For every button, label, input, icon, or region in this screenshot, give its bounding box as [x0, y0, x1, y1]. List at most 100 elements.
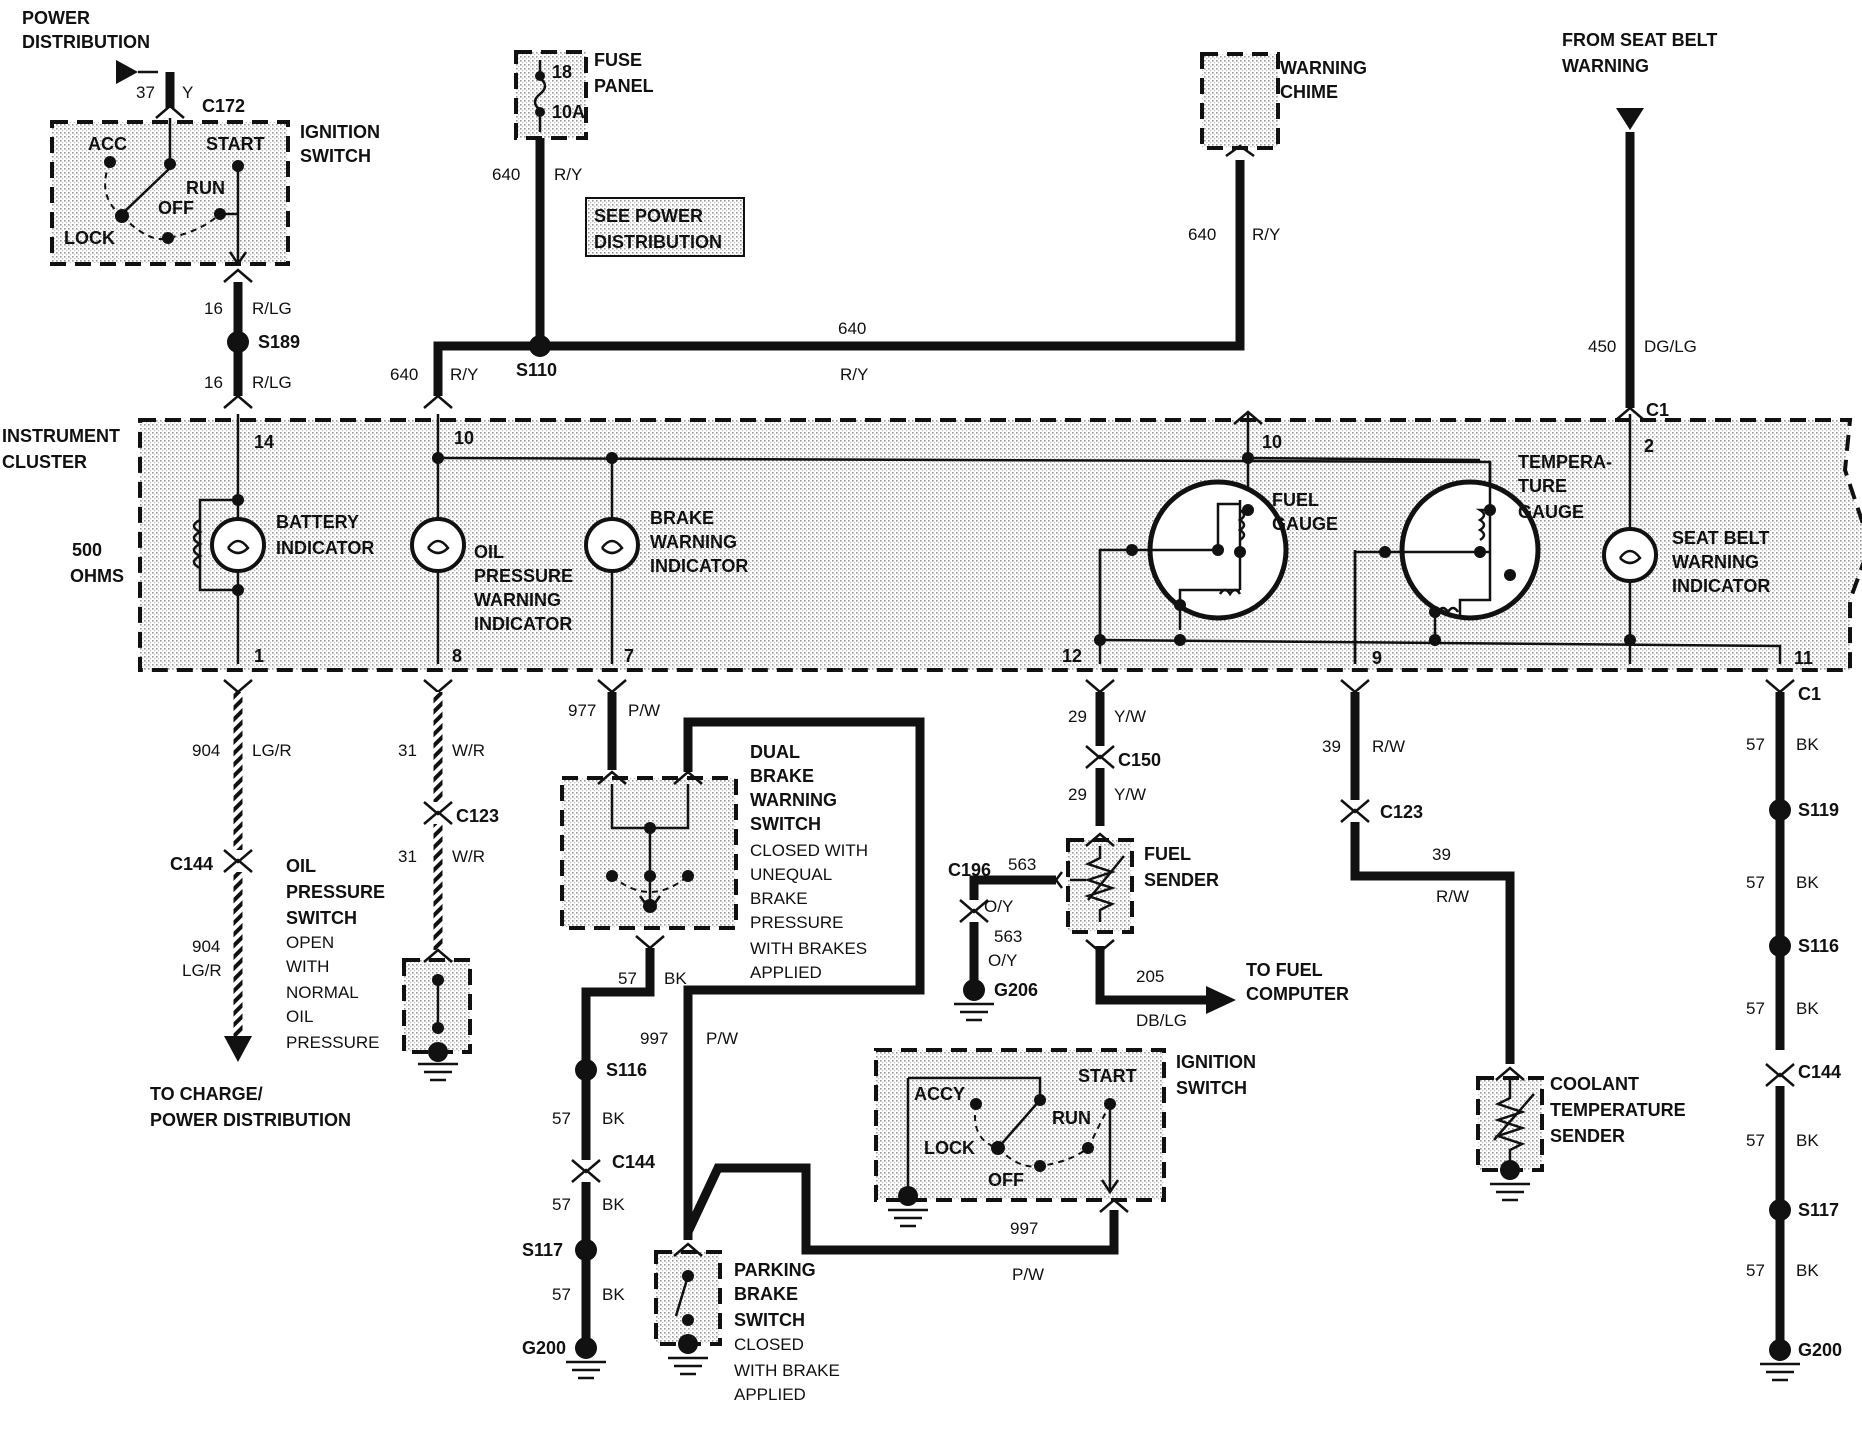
- to-fuel-computer-arrow-icon: [1206, 986, 1236, 1014]
- s110-label: S110: [516, 360, 557, 380]
- pw-c: P/W: [1012, 1265, 1044, 1284]
- rw-b: R/W: [1436, 887, 1469, 906]
- to-fuel-1: TO FUEL: [1246, 960, 1323, 980]
- pin-7: 7: [624, 646, 634, 666]
- ign-bot-run: RUN: [1052, 1108, 1091, 1128]
- dual-brake-title-1: DUAL: [750, 742, 800, 762]
- seatbelt-indicator-label-1: SEAT BELT: [1672, 528, 1769, 548]
- oil-sw-title-1: OIL: [286, 856, 316, 876]
- pin-10: 10: [454, 428, 474, 448]
- g200-a: G200: [522, 1338, 566, 1358]
- to-charge-arrow-icon: [224, 1036, 252, 1062]
- oil-sw-desc-3: NORMAL: [286, 983, 359, 1002]
- wire-640-bus: 640 R/Y S110 640 R/Y 640 R/Y 640 R/Y: [390, 138, 1280, 396]
- chime-title-1: WARNING: [1280, 58, 1367, 78]
- s116-b: S116: [1798, 936, 1839, 956]
- dual-brake-title-3: WARNING: [750, 790, 837, 810]
- bk-a: BK: [664, 969, 687, 988]
- seatbelt-indicator-label-3: INDICATOR: [1672, 576, 1770, 596]
- ignition-switch-top: IGNITION SWITCH ACC START RUN OFF LOCK: [50, 118, 380, 267]
- w29-b: 29: [1068, 785, 1087, 804]
- wire-57-bk-left: 57 BK S116 57 BK C144 57 BK S117 57 BK G…: [522, 935, 687, 1380]
- wire-31-wr: 31 W/R C123 31 W/R: [398, 692, 499, 950]
- w205: 205: [1136, 967, 1164, 986]
- oil-indicator-label-1: OIL: [474, 542, 504, 562]
- to-charge-2: POWER DISTRIBUTION: [150, 1110, 351, 1130]
- s119-label: S119: [1798, 800, 1839, 820]
- ign-top-lock: LOCK: [64, 228, 115, 248]
- ign-top-acc: ACC: [88, 134, 127, 154]
- seatbelt-from-2: WARNING: [1562, 56, 1649, 76]
- coolant-title-3: SENDER: [1550, 1126, 1625, 1146]
- c123-a: C123: [456, 806, 499, 826]
- resistor-value-2: OHMS: [70, 566, 124, 586]
- parking-desc-1: CLOSED: [734, 1335, 804, 1354]
- fuel-sender: FUEL SENDER: [1066, 832, 1219, 934]
- to-charge-1: TO CHARGE/: [150, 1084, 263, 1104]
- see-power-distribution-note: SEE POWER DISTRIBUTION: [585, 197, 745, 257]
- bk-r3: BK: [1796, 999, 1819, 1018]
- cluster-title-1: INSTRUMENT: [2, 426, 120, 446]
- rlg-a: R/LG: [252, 299, 292, 318]
- ign-top-title-2: SWITCH: [300, 146, 371, 166]
- s117-b: S117: [1798, 1200, 1839, 1220]
- c1-top: C1: [1646, 400, 1669, 420]
- see-power-1: SEE POWER: [594, 206, 703, 226]
- oil-sw-desc-4: OIL: [286, 1007, 313, 1026]
- dblg: DB/LG: [1136, 1011, 1187, 1030]
- oil-sw-title-2: PRESSURE: [286, 882, 385, 902]
- bk-d: BK: [602, 1285, 625, 1304]
- fuel-gauge: FUEL GAUGE: [1098, 479, 1338, 640]
- w57-d: 57: [552, 1285, 571, 1304]
- lgr-b: LG/R: [182, 961, 222, 980]
- brake-indicator-label-1: BRAKE: [650, 508, 714, 528]
- ign-bot-accy: ACCY: [914, 1084, 965, 1104]
- bk-r4: BK: [1796, 1131, 1819, 1150]
- oil-pressure-indicator: OIL PRESSURE WARNING INDICATOR: [410, 517, 573, 634]
- ign-bot-lock: LOCK: [924, 1138, 975, 1158]
- oil-sw-desc-2: WITH: [286, 957, 329, 976]
- c150-label: C150: [1118, 750, 1161, 770]
- wire-39-rw: 39 R/W C123 39 R/W: [1322, 692, 1515, 1064]
- dual-brake-desc-5: WITH BRAKES: [750, 939, 867, 958]
- to-fuel-2: COMPUTER: [1246, 984, 1349, 1004]
- brake-indicator-label-2: WARNING: [650, 532, 737, 552]
- power-dist-label-1: POWER: [22, 8, 90, 28]
- pin-11: 11: [1794, 648, 1813, 668]
- brake-indicator-label-3: INDICATOR: [650, 556, 748, 576]
- cluster-title-2: CLUSTER: [2, 452, 87, 472]
- parking-title-3: SWITCH: [734, 1310, 805, 1330]
- parking-title-1: PARKING: [734, 1260, 816, 1280]
- fuel-gauge-label-1: FUEL: [1272, 490, 1319, 510]
- yw-a: Y/W: [1114, 707, 1146, 726]
- pin-1: 1: [254, 646, 264, 666]
- w640-c: 640: [390, 365, 418, 384]
- s116-a: S116: [606, 1060, 647, 1080]
- dual-brake-desc-2: UNEQUAL: [750, 865, 832, 884]
- oil-sw-desc-5: PRESSURE: [286, 1033, 380, 1052]
- w563-b: 563: [994, 927, 1022, 946]
- w57-r4: 57: [1746, 1131, 1765, 1150]
- bk-r1: BK: [1796, 735, 1819, 754]
- g200-b: G200: [1798, 1340, 1842, 1360]
- ign-top-start: START: [206, 134, 265, 154]
- chime-title-2: CHIME: [1280, 82, 1338, 102]
- wire-29-yw: 29 Y/W C150 29 Y/W: [1068, 692, 1161, 826]
- w29-a: 29: [1068, 707, 1087, 726]
- pw-a: P/W: [628, 701, 660, 720]
- seat-belt-source: FROM SEAT BELT WARNING 450 DG/LG C1: [1562, 30, 1717, 420]
- oil-sw-desc-1: OPEN: [286, 933, 334, 952]
- dual-brake-title-4: SWITCH: [750, 814, 821, 834]
- dual-brake-desc-4: PRESSURE: [750, 913, 844, 932]
- coolant-title-1: COOLANT: [1550, 1074, 1639, 1094]
- bk-c: BK: [602, 1195, 625, 1214]
- w904-a: 904: [192, 741, 220, 760]
- w640-a: 640: [492, 165, 520, 184]
- wire-997-pw-loop: 997 P/W: [640, 717, 925, 1240]
- w16-a: 16: [204, 299, 223, 318]
- ign-bot-start: START: [1078, 1066, 1137, 1086]
- fuse-panel: 18 10A FUSE PANEL: [514, 50, 654, 140]
- wr-b: W/R: [452, 847, 485, 866]
- oil-indicator-label-2: PRESSURE: [474, 566, 573, 586]
